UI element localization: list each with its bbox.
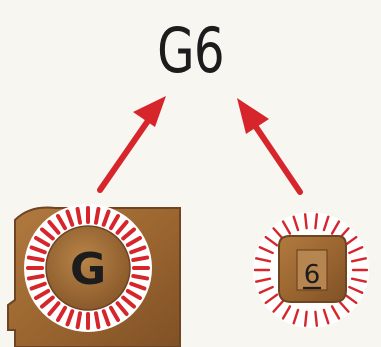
ring-dash <box>29 245 47 255</box>
ring-dash <box>350 277 367 283</box>
ring-dash <box>101 209 111 227</box>
ring-dash <box>258 246 274 255</box>
ring-dash <box>264 293 279 305</box>
ring-dash <box>101 309 111 327</box>
ring-dash <box>348 285 364 294</box>
arrow-up-right-icon <box>97 96 166 193</box>
arrow-up-left-icon <box>237 98 303 195</box>
left-ring-dashes <box>26 206 150 330</box>
ring-dash <box>292 215 300 232</box>
ring-dash <box>125 236 142 247</box>
ring-dash <box>109 214 120 231</box>
ring-dash <box>303 213 308 230</box>
ring-dash <box>255 277 272 283</box>
ring-dash <box>272 300 285 313</box>
ring-dash <box>40 227 55 241</box>
ring-dash <box>255 257 272 263</box>
left-tile-letter: G <box>70 244 106 295</box>
right-tile-letter: 6 <box>304 260 321 290</box>
ring-dash <box>34 236 51 247</box>
ring-dash <box>26 255 45 263</box>
ring-dash <box>29 281 47 291</box>
ring-dash <box>40 295 55 309</box>
ring-dash <box>115 220 129 235</box>
ring-dash <box>322 308 330 325</box>
ring-dash <box>47 220 61 235</box>
ring-dash <box>272 227 285 240</box>
ring-dash <box>131 255 150 263</box>
ring-dash <box>56 214 67 231</box>
ring-dash <box>129 245 147 255</box>
ring-dash <box>330 220 341 235</box>
ring-dash <box>109 305 120 322</box>
ring-dash <box>322 215 330 232</box>
ring-dash <box>330 305 341 320</box>
ring-dash <box>115 301 129 316</box>
ring-dash <box>65 309 75 327</box>
ring-dash <box>121 227 136 241</box>
ring-dash <box>343 293 358 305</box>
ring-dash <box>93 206 101 225</box>
ring-dash <box>314 213 319 230</box>
ring-dash <box>303 310 308 327</box>
ring-dash <box>350 257 367 263</box>
ring-dash <box>93 311 101 330</box>
ring-dash <box>281 220 292 235</box>
ring-dash <box>129 281 147 291</box>
ring-dash <box>75 206 83 225</box>
ring-dash <box>281 305 292 320</box>
ring-dash <box>125 289 142 300</box>
left-medallion <box>45 225 131 311</box>
ring-dash <box>337 300 350 313</box>
combined-label: G6 <box>157 14 224 87</box>
ring-dash <box>348 246 364 255</box>
ring-dash <box>258 285 274 294</box>
ring-dash <box>26 273 45 281</box>
ring-dash <box>65 209 75 227</box>
left-tile: G <box>7 204 181 347</box>
right-tile: 6 <box>253 212 369 328</box>
ring-dash <box>34 289 51 300</box>
ring-dash <box>56 305 67 322</box>
ring-dash <box>121 295 136 309</box>
ring-dash <box>314 310 319 327</box>
ring-dash <box>47 301 61 316</box>
right-tile-face <box>296 249 328 291</box>
ring-dash <box>75 311 83 330</box>
ring-dash <box>292 308 300 325</box>
ring-dash <box>264 235 279 247</box>
ring-dash <box>131 273 150 281</box>
